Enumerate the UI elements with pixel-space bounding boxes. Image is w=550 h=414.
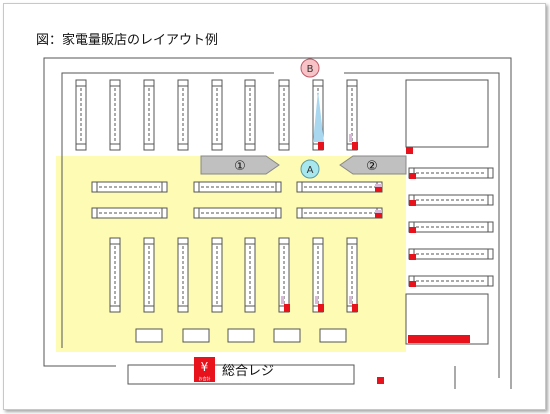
back-room [405, 79, 489, 148]
marker-b-label: B [307, 64, 314, 75]
register-icon-yen: ¥ [201, 360, 209, 374]
shelf-bottom-6 [278, 237, 290, 313]
display-table-2 [182, 328, 210, 343]
register-label: 総合レジ [222, 364, 275, 379]
shelf-side-5 [408, 275, 494, 287]
counter-accent [377, 377, 384, 384]
shelf-bottom-2 [143, 237, 155, 313]
marker-a-label: A [307, 165, 314, 176]
arrow-right [200, 155, 280, 175]
shelf-mid-center-2 [193, 207, 282, 219]
shelf-side-4 [408, 248, 494, 260]
shelf-top-2 [109, 79, 121, 151]
display-table-5 [319, 328, 347, 343]
marker-a [300, 159, 320, 179]
marker-b [300, 58, 320, 78]
shelf-mid-right-1 [296, 181, 383, 193]
diagram-title: 図：家電量販店のレイアウト例 [36, 33, 219, 48]
shelf-side-2 [408, 194, 494, 206]
shelf-mid-right-2 [296, 207, 383, 219]
shelf-mid-left-2 [91, 207, 168, 219]
shelf-top-3 [143, 79, 155, 151]
shelf-top-5 [211, 79, 223, 151]
register-counter [127, 364, 355, 385]
display-table-1 [135, 328, 163, 343]
shelf-bottom-1 [109, 237, 121, 313]
shelves-group [75, 79, 494, 343]
shelf-bottom-4 [211, 237, 223, 313]
store-outer-wall [43, 57, 512, 389]
shelf-side-1 [408, 167, 494, 179]
display-table-3 [227, 328, 255, 343]
shelf-side-3 [408, 221, 494, 233]
shelf-mid-left-1 [91, 181, 168, 193]
arrow-label-1: ① [234, 159, 246, 174]
shelf-mid-center-1 [193, 181, 282, 193]
register-icon: ¥お会計 [194, 357, 215, 382]
shelf-bottom-7 [312, 237, 324, 313]
corner-marker [406, 147, 413, 154]
view-cone [313, 91, 324, 142]
shelf-top-9 [346, 79, 358, 151]
shelf-top-1 [75, 79, 87, 151]
display-table-4 [273, 328, 301, 343]
side-room-marker [408, 335, 470, 343]
store-inner-wall [61, 72, 500, 378]
shelf-top-7 [278, 79, 290, 151]
shelf-bottom-5 [244, 237, 256, 313]
shelf-top-4 [177, 79, 189, 151]
shelf-bottom-8 [346, 237, 358, 313]
register-icon-caption: お会計 [199, 375, 211, 381]
arrow-label-2: ② [366, 159, 378, 174]
arrow-left [339, 155, 407, 175]
markers-group: B A ¥お会計 [194, 58, 320, 382]
shelf-top-6 [244, 79, 256, 151]
shelf-bottom-3 [177, 237, 189, 313]
